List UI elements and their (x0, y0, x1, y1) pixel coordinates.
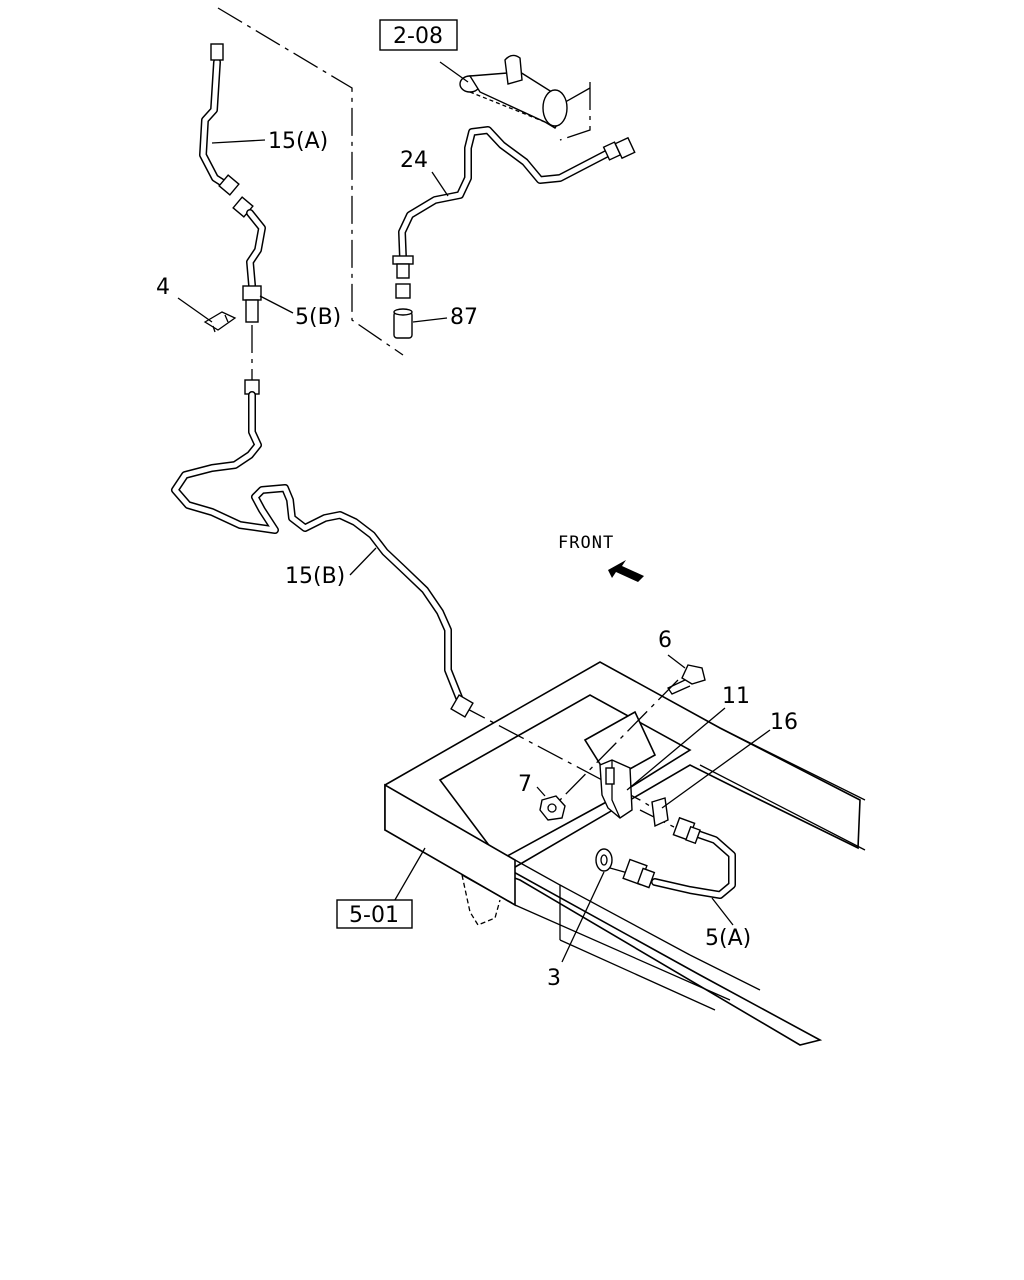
front-label: FRONT (558, 533, 614, 553)
bolt-6 (667, 664, 706, 695)
front-arrow-icon (608, 560, 644, 582)
pipe-24-flare (392, 255, 414, 265)
callout-5a: 5(A) (705, 926, 751, 951)
callout-16: 16 (770, 710, 798, 735)
ref-bottom-label: 5-01 (349, 903, 399, 928)
callout-15a: 15(A) (268, 129, 328, 154)
hose-5b-end (245, 299, 259, 323)
callout-leaders (177, 61, 771, 963)
callout-15b: 15(B) (285, 564, 345, 589)
pipe-15b (171, 379, 474, 718)
ref-box-bottom[interactable]: 5-01 (336, 899, 413, 929)
callout-11: 11 (722, 684, 750, 709)
clip-16 (651, 797, 669, 828)
nut-7 (539, 795, 566, 821)
callout-5b: 5(B) (295, 305, 341, 330)
pipe-24-sleeve (396, 263, 410, 279)
master-cylinder (459, 54, 568, 129)
ref-top-label: 2-08 (393, 24, 443, 49)
hose-5a (622, 816, 736, 899)
chassis-frame (384, 661, 866, 1046)
pipe-15a (199, 43, 240, 196)
bracket-11 (599, 759, 633, 819)
callout-4: 4 (156, 275, 170, 300)
pipe-24-nut (395, 283, 411, 299)
pipe-15b-bottom-nut (450, 694, 474, 718)
pipe-24 (392, 126, 636, 299)
clip-4 (203, 311, 237, 333)
hose-5b (232, 196, 266, 323)
callout-24: 24 (400, 148, 428, 173)
ref-box-top[interactable]: 2-08 (379, 19, 458, 51)
washer-3 (595, 848, 613, 872)
callout-3: 3 (547, 966, 561, 991)
pipe-15a-bottom-nut (218, 174, 240, 196)
callout-87: 87 (450, 305, 478, 330)
pipe-15a-top-nut (210, 43, 224, 61)
adapter-87 (393, 308, 413, 339)
callout-6: 6 (658, 628, 672, 653)
callout-7: 7 (518, 772, 532, 797)
hose-5b-hex (242, 285, 262, 301)
